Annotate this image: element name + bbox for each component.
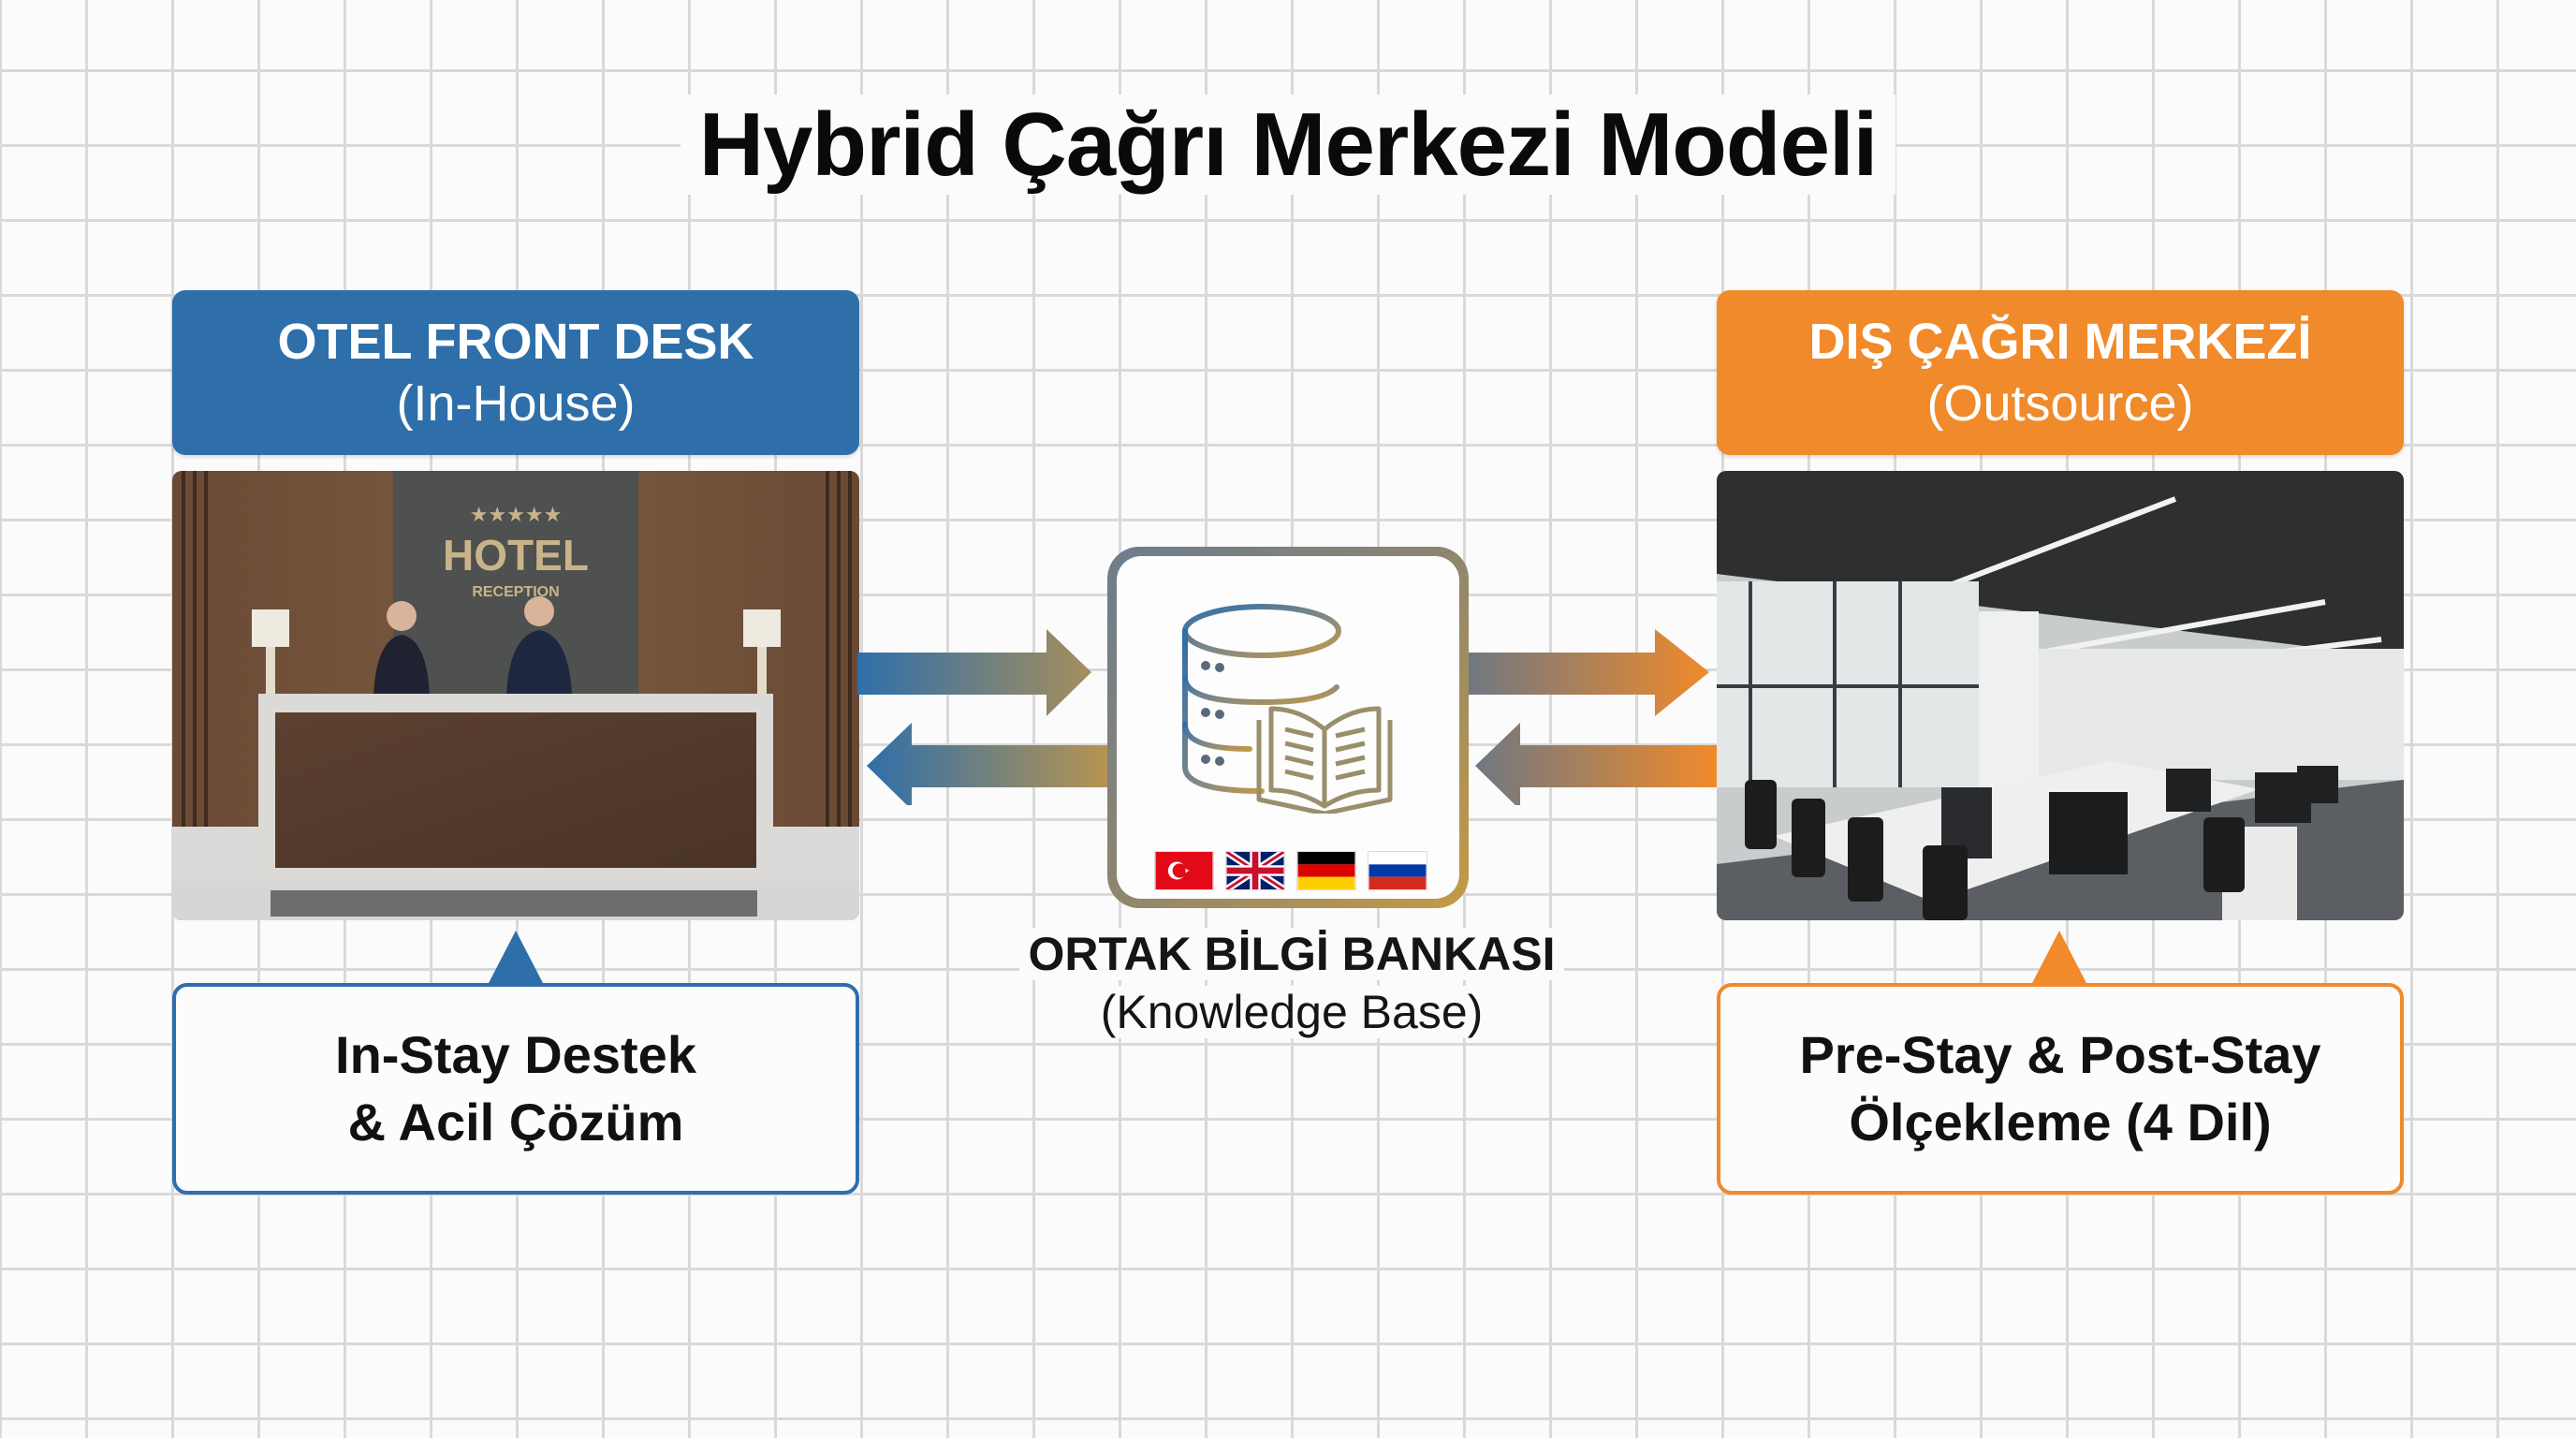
language-flags bbox=[1154, 851, 1427, 890]
in-house-description: In-Stay Destek & Acil Çözüm bbox=[172, 983, 859, 1195]
page-title: Hybrid Çağrı Merkezi Modeli bbox=[0, 94, 2576, 206]
in-house-description-line2: & Acil Çözüm bbox=[347, 1093, 684, 1152]
hotel-reception-image: ★★★★★ HOTEL RECEPTION bbox=[172, 471, 859, 920]
outsource-description-line1: Pre-Stay & Post-Stay bbox=[1799, 1025, 2321, 1084]
arrow-left-icon bbox=[1475, 723, 1717, 805]
germany-flag-icon bbox=[1296, 851, 1356, 890]
left-connector-arrows bbox=[857, 629, 1108, 805]
knowledge-base-card bbox=[1107, 547, 1469, 908]
arrow-right-icon bbox=[1468, 629, 1709, 716]
in-house-pointer-icon bbox=[488, 931, 544, 985]
arrow-right-icon bbox=[857, 629, 1091, 716]
hotel-sign-stars: ★★★★★ bbox=[470, 504, 563, 527]
right-connector-arrows bbox=[1468, 629, 1717, 805]
knowledge-base-label: ORTAK BİLGİ BANKASI (Knowledge Base) bbox=[1011, 925, 1573, 1041]
in-house-header-title: OTEL FRONT DESK bbox=[277, 314, 754, 370]
outsource-header-subtitle: (Outsource) bbox=[1926, 375, 2194, 432]
outsource-description-line2: Ölçekleme (4 Dil) bbox=[1849, 1093, 2272, 1152]
turkey-flag-icon bbox=[1154, 851, 1214, 890]
knowledge-base-title: ORTAK BİLGİ BANKASI bbox=[1018, 928, 1565, 980]
russia-flag-icon bbox=[1368, 851, 1427, 890]
knowledge-base-subtitle: (Knowledge Base) bbox=[1090, 986, 1493, 1038]
call-center-office-image bbox=[1717, 471, 2404, 920]
in-house-header-subtitle: (In-House) bbox=[396, 375, 636, 432]
outsource-description: Pre-Stay & Post-Stay Ölçekleme (4 Dil) bbox=[1717, 983, 2404, 1195]
uk-flag-icon bbox=[1225, 851, 1285, 890]
outsource-header: DIŞ ÇAĞRI MERKEZİ (Outsource) bbox=[1717, 290, 2404, 455]
title-text: Hybrid Çağrı Merkezi Modeli bbox=[680, 95, 1896, 195]
arrow-left-icon bbox=[867, 723, 1108, 805]
database-book-icon bbox=[1182, 604, 1393, 814]
in-house-description-line1: In-Stay Destek bbox=[335, 1025, 696, 1084]
hotel-sign-subtext: RECEPTION bbox=[472, 584, 559, 600]
hotel-sign-text: HOTEL bbox=[443, 531, 589, 580]
outsource-pointer-icon bbox=[2031, 931, 2087, 985]
outsource-header-title: DIŞ ÇAĞRI MERKEZİ bbox=[1808, 314, 2312, 370]
in-house-header: OTEL FRONT DESK (In-House) bbox=[172, 290, 859, 455]
